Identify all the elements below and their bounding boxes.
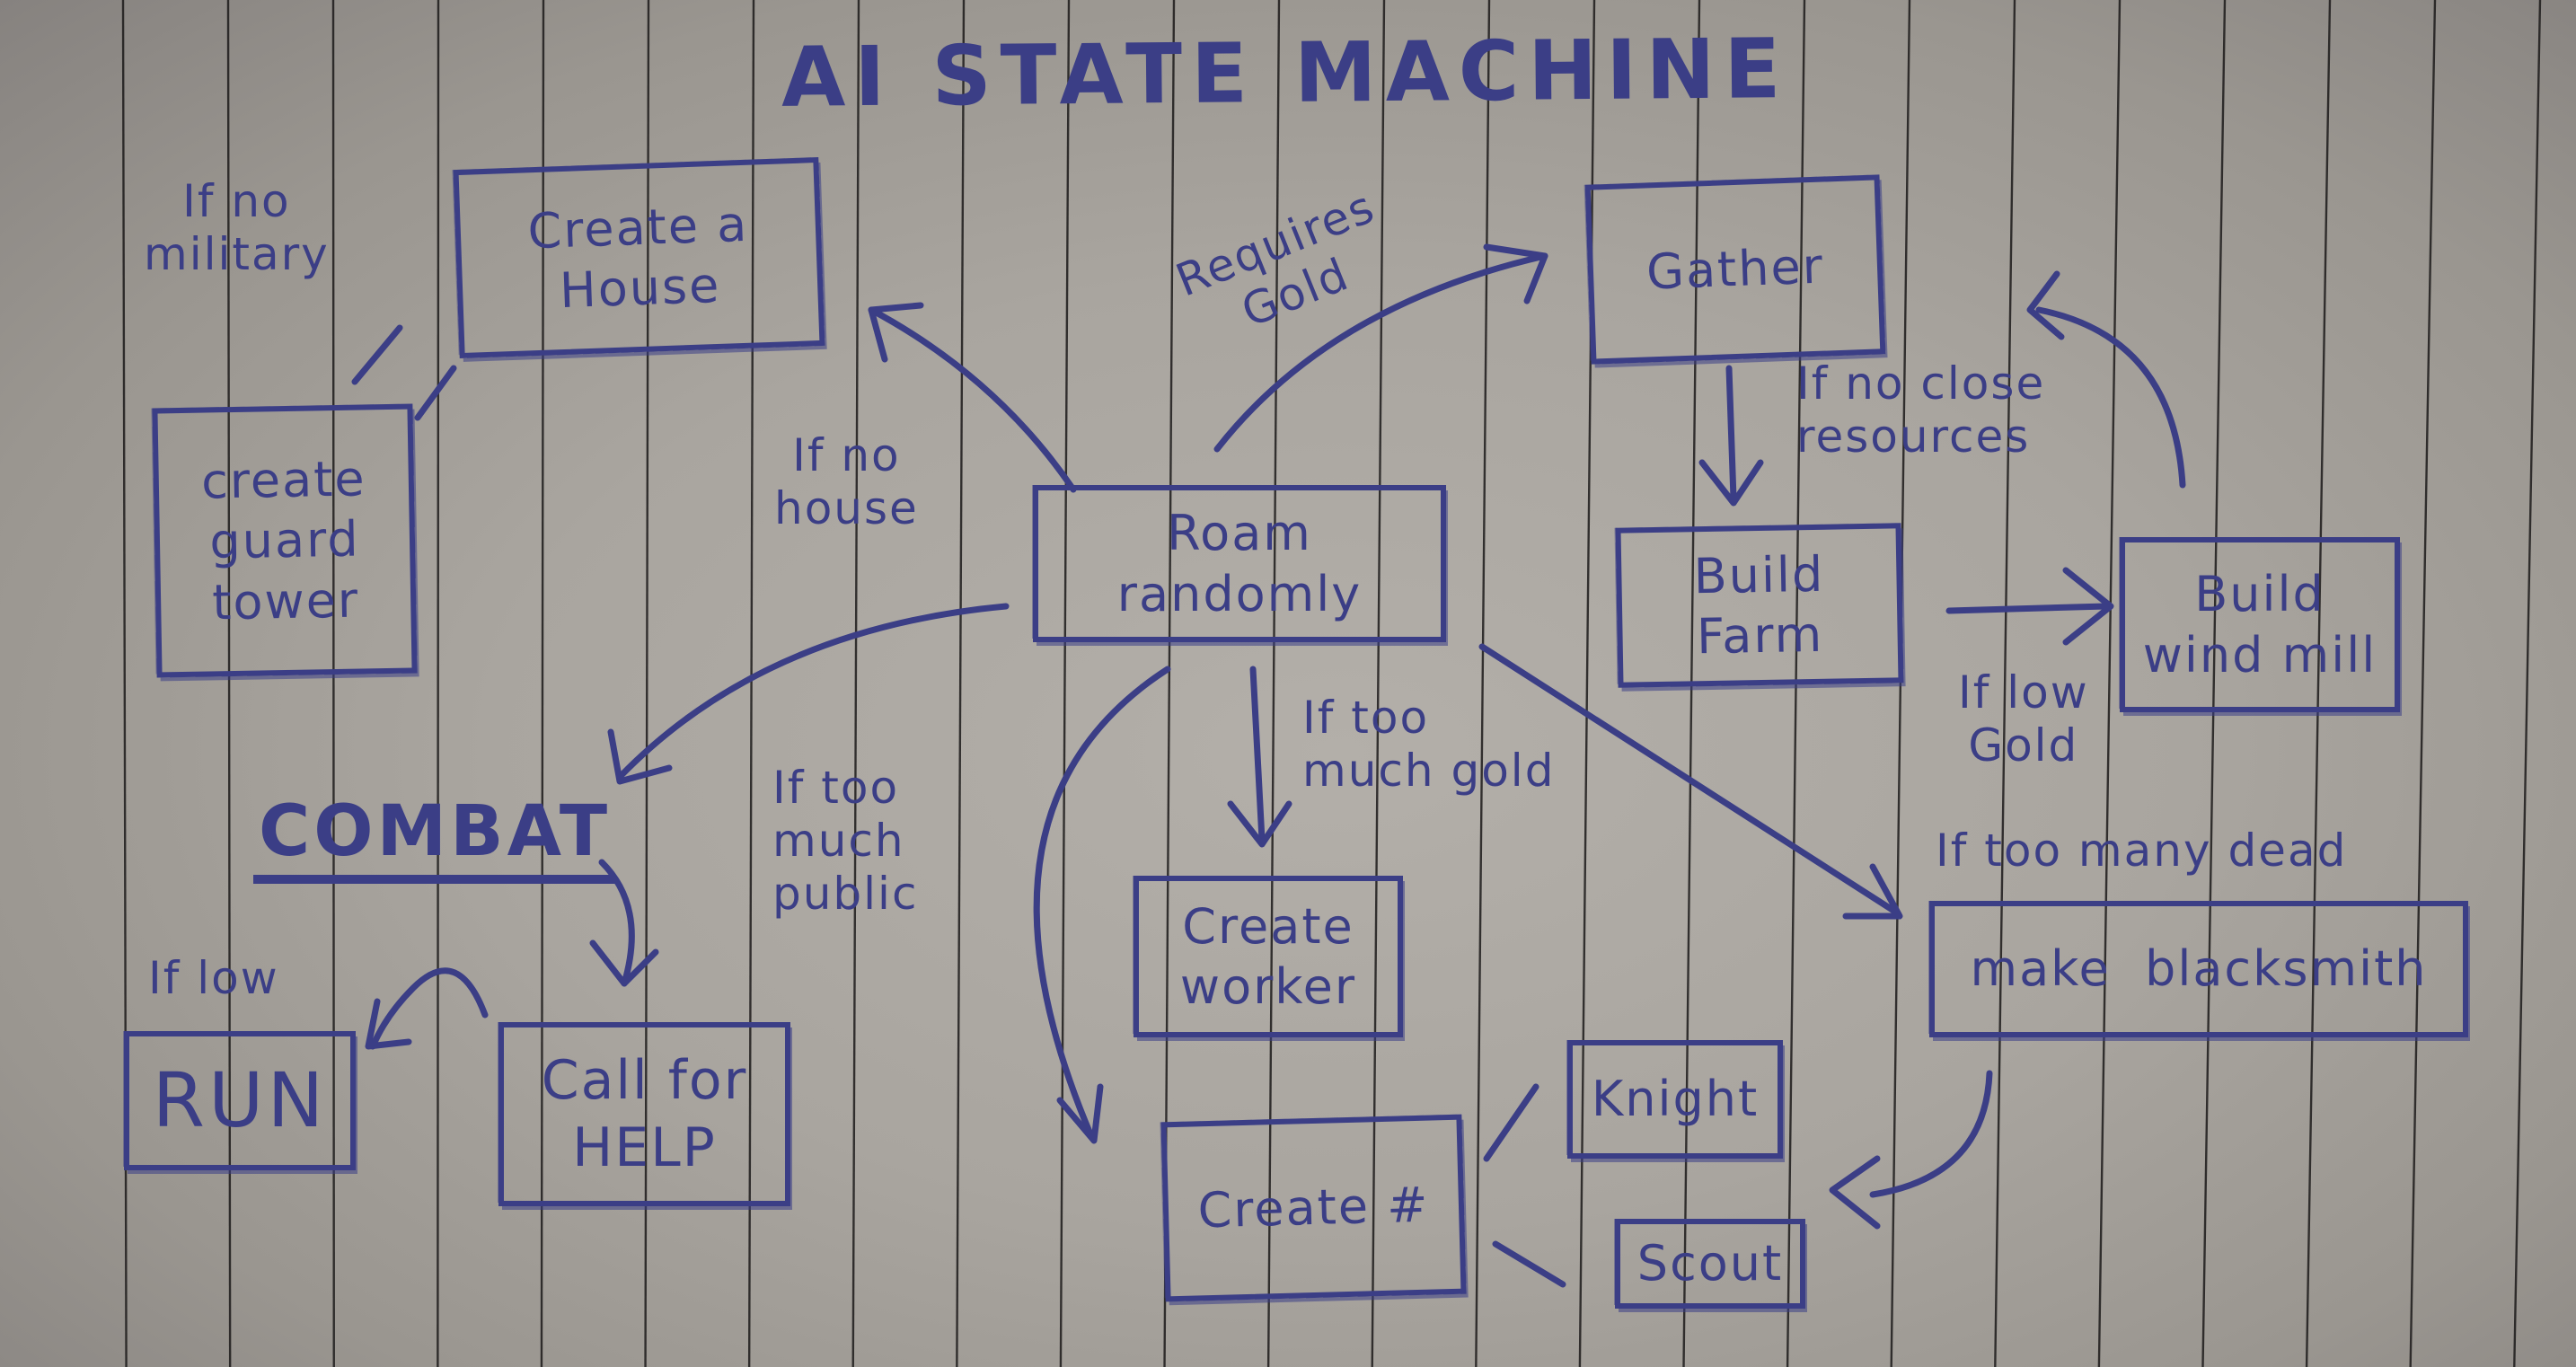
arrow-windmill-to-gather <box>2035 306 2186 489</box>
condition-low-gold: If low Gold <box>1958 666 2089 772</box>
arrowhead-gather-return <box>2026 270 2065 340</box>
state-run-label: RUN <box>152 1056 328 1144</box>
state-build-farm-label: Build Farm <box>1693 545 1825 666</box>
rule-line <box>1163 0 1176 1367</box>
arrowhead-worker <box>1227 800 1292 848</box>
state-create-unit: Create # <box>1160 1114 1467 1302</box>
arrow-roam-to-worker <box>1249 666 1266 843</box>
connector-unit-scout <box>1492 1240 1566 1288</box>
state-run: RUN <box>124 1031 356 1170</box>
arrowhead-windmill <box>2062 567 2114 646</box>
state-guard-tower: create guard tower <box>152 403 418 678</box>
state-create-worker: Create worker <box>1134 876 1403 1037</box>
arrow-gather-to-farm <box>1725 365 1737 502</box>
arrow-help-to-run <box>369 967 489 1050</box>
state-create-worker-label: Create worker <box>1179 897 1357 1016</box>
state-build-windmill-label: Build wind mill <box>2142 566 2378 684</box>
connector-house-tower-b <box>414 365 457 421</box>
state-build-windmill: Build wind mill <box>2120 537 2400 712</box>
state-scout-label: Scout <box>1636 1235 1784 1292</box>
arrowhead-help <box>589 939 659 987</box>
rule-line <box>437 0 440 1367</box>
condition-no-house: If no house <box>774 429 919 534</box>
rule-line <box>1059 0 1071 1367</box>
state-gather-label: Gather <box>1645 237 1825 301</box>
rule-line <box>644 0 650 1367</box>
state-create-house: Create a House <box>453 156 825 359</box>
arrowhead-gather <box>1483 243 1548 304</box>
rule-line <box>2409 0 2437 1367</box>
rule-line <box>2097 0 2122 1367</box>
state-roam-randomly: Roam randomly <box>1033 485 1446 642</box>
state-gather: Gather <box>1584 174 1886 365</box>
arrow-farm-to-windmill <box>1945 603 2110 614</box>
state-make-blacksmith-label: make blacksmith <box>1970 940 2428 998</box>
rule-line <box>1682 0 1701 1367</box>
condition-too-many-dead: If too many dead <box>1936 825 2348 877</box>
arrow-roam-to-house <box>868 306 1077 493</box>
rule-line <box>1994 0 2016 1367</box>
state-call-for-help: Call for HELP <box>498 1022 790 1206</box>
condition-low: If low <box>148 952 279 1004</box>
arrow-roam-to-blacksmith <box>1478 643 1899 915</box>
arrow-roam-to-unit <box>1033 666 1171 1140</box>
rule-line <box>851 0 860 1367</box>
arrowhead-farm <box>1698 459 1764 507</box>
arrow-roam-to-gather <box>1213 252 1548 453</box>
connector-unit-knight <box>1483 1083 1539 1162</box>
rule-line <box>226 0 232 1367</box>
rule-line <box>1786 0 1806 1367</box>
rule-line <box>1371 0 1386 1367</box>
rule-line <box>747 0 755 1367</box>
arrowhead-run <box>365 998 412 1050</box>
rule-line <box>956 0 966 1367</box>
state-create-unit-label: Create # <box>1196 1176 1431 1239</box>
arrow-combat-to-help <box>598 859 635 987</box>
state-make-blacksmith: make blacksmith <box>1929 901 2468 1037</box>
condition-no-close-resources: If no close resources <box>1796 357 2046 463</box>
rule-line <box>1890 0 1911 1367</box>
rule-line <box>2201 0 2227 1367</box>
rule-line <box>1578 0 1596 1367</box>
condition-too-much-public: If too much public <box>772 762 919 920</box>
state-roam-randomly-label: Roam randomly <box>1116 505 1363 622</box>
state-scout: Scout <box>1615 1219 1805 1309</box>
arrow-roam-to-combat <box>616 603 1010 781</box>
arrowhead-unit <box>1056 1083 1104 1144</box>
state-build-farm: Build Farm <box>1615 523 1904 688</box>
state-knight: Knight <box>1567 1040 1783 1159</box>
rule-line <box>2305 0 2332 1367</box>
arrowhead-blacksmith-return <box>1829 1155 1881 1230</box>
rule-line <box>1266 0 1281 1367</box>
condition-too-much-gold: If too much gold <box>1302 692 1556 797</box>
arrowhead-combat <box>607 728 673 785</box>
arrowhead-house <box>868 302 924 363</box>
connector-house-tower-a <box>351 324 403 385</box>
rule-line <box>331 0 335 1367</box>
rule-line <box>540 0 545 1367</box>
diagram-title: AI STATE MACHINE <box>781 21 1790 126</box>
rule-line <box>1475 0 1491 1367</box>
state-create-house-label: Create a House <box>526 195 750 320</box>
arrow-blacksmith-to-unit <box>1869 1070 1993 1198</box>
rule-line <box>2513 0 2542 1367</box>
state-knight-label: Knight <box>1591 1071 1760 1128</box>
arrowhead-blacksmith <box>1842 863 1903 920</box>
condition-no-military: If no military <box>144 175 330 280</box>
state-call-for-help-label: Call for HELP <box>541 1048 748 1179</box>
state-combat: COMBAT <box>253 790 617 885</box>
state-guard-tower-label: create guard tower <box>200 450 367 631</box>
